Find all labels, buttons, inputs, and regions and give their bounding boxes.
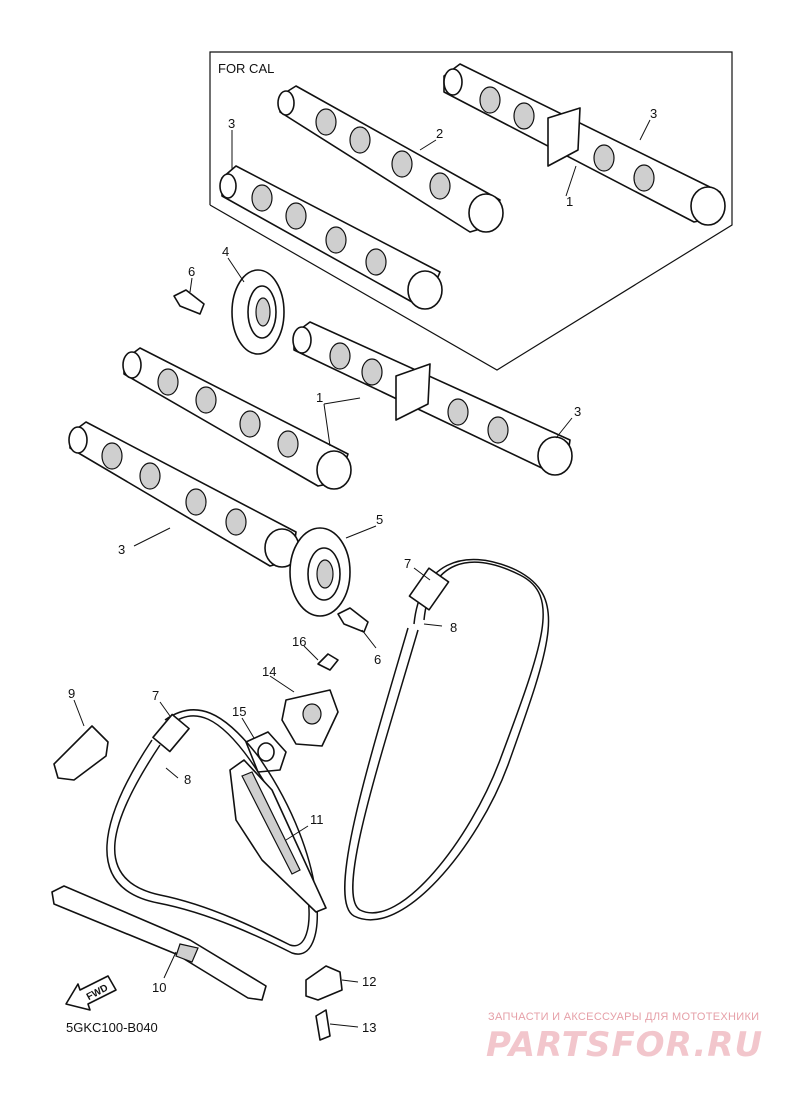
fwd-arrow-icon: FWD [65, 975, 117, 1011]
callout-3-mid-left: 3 [118, 542, 125, 557]
callout-3-top-left: 3 [228, 116, 235, 131]
camshaft-2 [277, 85, 504, 233]
callout-1-mid: 1 [316, 390, 323, 405]
chain-guide-11 [229, 759, 327, 913]
cam-sprocket-5 [289, 527, 351, 617]
leader-lines [73, 119, 651, 1028]
diagram-code: 5GKC100-B040 [66, 1020, 158, 1035]
callout-labels: 1 2 3 3 4 6 1 3 3 5 6 7 8 16 14 15 9 7 8… [68, 106, 657, 1035]
callout-6-lower: 6 [374, 652, 381, 667]
cam-chain-right [343, 558, 550, 921]
callout-1-top: 1 [566, 194, 573, 209]
camshaft-1-mid-right [292, 321, 573, 476]
callout-8-right: 8 [450, 620, 457, 635]
bracket-9 [53, 725, 109, 781]
chain-guide-10 [51, 885, 267, 1001]
callout-12: 12 [362, 974, 376, 989]
callout-3-top-right: 3 [650, 106, 657, 121]
watermark-logo: PARTSFOR.RU [486, 1025, 763, 1065]
callout-2: 2 [436, 126, 443, 141]
camshaft-1-top [443, 63, 726, 226]
callout-7-right: 7 [404, 556, 411, 571]
callout-3-mid-right: 3 [574, 404, 581, 419]
callout-4: 4 [222, 244, 229, 259]
bolt-6-upper [173, 289, 205, 315]
for-cal-box: FOR CAL [209, 51, 733, 371]
camshaft-1-mid-left [122, 347, 352, 490]
for-cal-label: FOR CAL [218, 61, 274, 76]
callout-11: 11 [310, 812, 324, 827]
cam-chain-left [106, 709, 318, 955]
bolt-13 [315, 1009, 331, 1041]
callout-8-left: 8 [184, 772, 191, 787]
watermark: ЗАПЧАСТИ И АКСЕССУАРЫ ДЛЯ МОТОТЕХНИКИ PA… [486, 1011, 763, 1065]
callout-15: 15 [232, 704, 246, 719]
camshaft-3-top-left [219, 165, 443, 310]
camshaft-3-lower [68, 421, 300, 568]
callout-6-upper: 6 [188, 264, 195, 279]
callout-14: 14 [262, 664, 276, 679]
callout-10: 10 [152, 980, 166, 995]
bolt-16 [317, 653, 339, 671]
bracket-12 [305, 965, 343, 1001]
chain-tensioner-14 [281, 689, 339, 747]
bolt-6-lower [337, 607, 369, 633]
gasket-15 [245, 731, 287, 773]
watermark-tagline: ЗАПЧАСТИ И АКСЕССУАРЫ ДЛЯ МОТОТЕХНИКИ [488, 1011, 759, 1023]
callout-13: 13 [362, 1020, 376, 1035]
callout-16: 16 [292, 634, 306, 649]
callout-7-left: 7 [152, 688, 159, 703]
callout-5: 5 [376, 512, 383, 527]
cam-sprocket-4 [231, 269, 285, 355]
callout-9: 9 [68, 686, 75, 701]
